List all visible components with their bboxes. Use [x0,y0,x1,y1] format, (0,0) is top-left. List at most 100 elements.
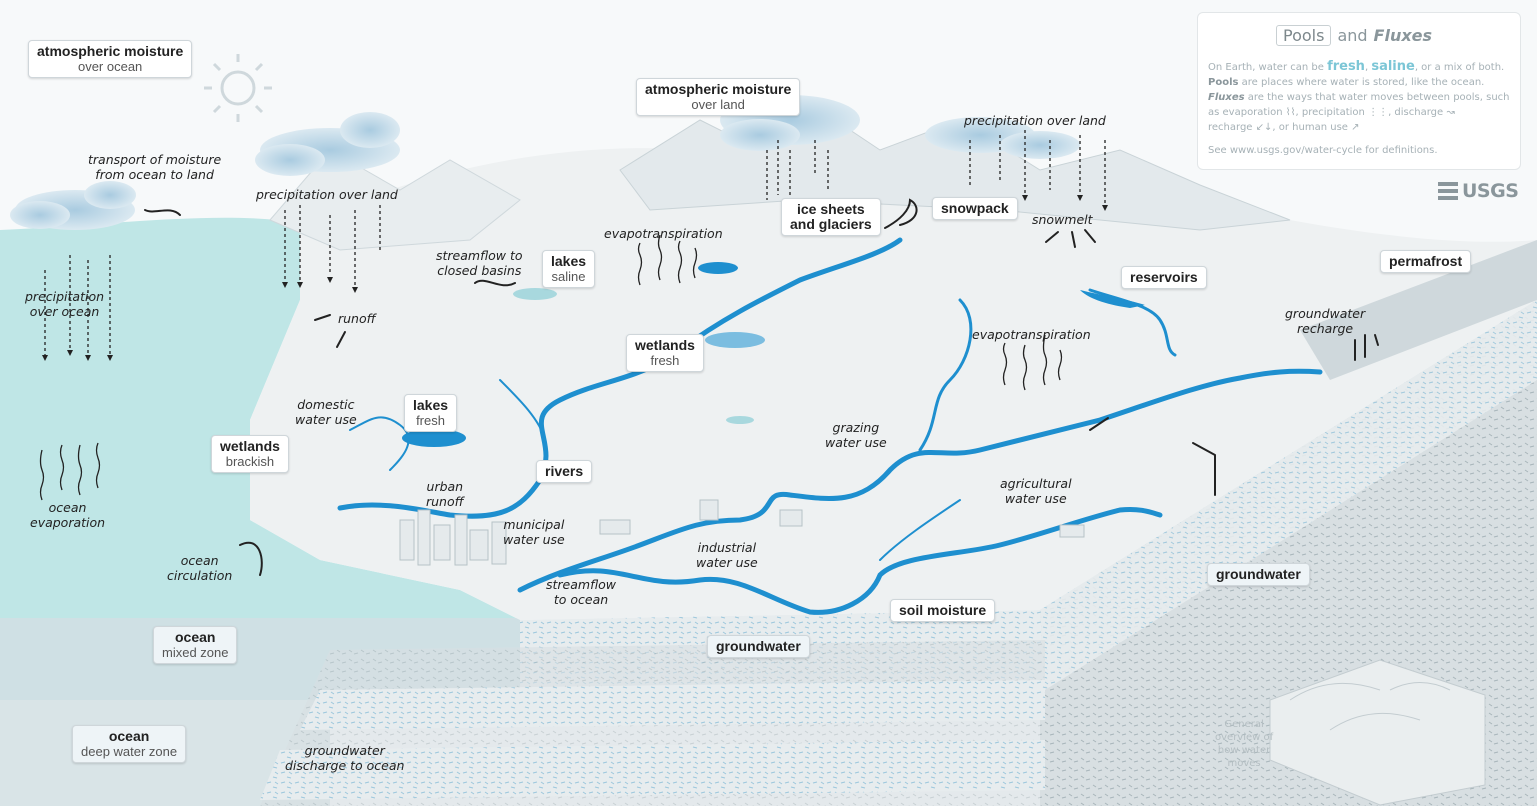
pool-groundwater-center: groundwater [707,635,810,658]
pool-title: lakes [413,397,449,413]
pool-title: wetlands [220,438,280,454]
flux-line: circulation [167,568,233,583]
flux-domestic-water-use: domestic water use [295,397,357,427]
usgs-logo: USGS [1438,180,1519,202]
pool-wetlands-fresh: wetlands fresh [626,334,704,372]
flux-ocean-circulation: ocean circulation [167,553,232,583]
pool-snowpack: snowpack [932,197,1018,220]
lake-evapo [698,262,738,274]
river-network [337,237,1323,615]
aquifer-band-1 [300,680,1045,730]
pool-title: soil moisture [899,602,987,618]
flux-evapotranspiration-left: evapotranspiration [604,226,723,241]
flux-line: groundwater [1285,306,1366,321]
legend-pools-word: Pools [1208,77,1239,88]
pool-title: snowpack [941,200,1009,216]
flux-line: closed basins [437,263,522,278]
flux-agricultural-water-use: agricultural water use [1000,476,1072,506]
flux-transport-moisture: transport of moisture from ocean to land [88,152,221,182]
flux-runoff: runoff [338,311,376,326]
flux-line: water use [503,532,565,547]
lake-saline [513,288,557,300]
flux-line: discharge to ocean [285,758,405,773]
pool-soil-moisture: soil moisture [890,599,996,622]
pool-subtitle: brackish [225,454,275,469]
lake-fresh [402,429,466,447]
flux-line: ocean [48,500,87,515]
pool-reservoirs: reservoirs [1121,266,1207,289]
legend-text: are the ways that water moves between po… [1208,92,1510,118]
legend-fluxes-word: Fluxes [1208,92,1245,103]
legend-fresh: fresh [1327,59,1365,74]
pool-groundwater-right: groundwater [1207,563,1310,586]
legend-text: are places where water is stored, like t… [1241,77,1485,88]
flux-line: grazing [832,420,880,435]
pool-title: ocean [175,629,216,645]
usgs-mark-icon [1438,182,1458,200]
legend-text: recharge [1208,122,1253,133]
flux-line: urban [426,479,464,494]
pool-permafrost: permafrost [1380,250,1472,273]
ocean-surface [0,217,520,620]
flux-line: from ocean to land [95,167,214,182]
permafrost-band [1300,240,1537,380]
flux-line: over ocean [29,304,100,319]
flux-line: industrial [697,540,757,555]
flux-line: recharge [1297,321,1354,336]
flux-line: streamflow to [436,248,523,263]
legend-text: , discharge [1388,107,1444,118]
pool-ocean-deep-zone: ocean deep water zone [72,725,187,763]
pool-ice-sheets: ice sheets and glaciers [781,198,881,236]
pool-subtitle: deep water zone [81,744,178,759]
flux-precipitation-land-left: precipitation over land [256,187,398,202]
pool-atmospheric-moisture-land: atmospheric moisture over land [636,78,801,116]
aquifer-band-2 [260,740,1045,800]
pond-grazing [726,416,754,424]
pool-title: wetlands [635,337,695,353]
flux-streamflow-closed-basins: streamflow to closed basins [436,248,523,278]
flux-line: snowmelt [1032,212,1093,227]
pool-lakes-saline: lakes saline [542,250,596,288]
pool-subtitle: fresh [650,353,680,368]
legend-pools-label: Pools [1276,25,1332,46]
usgs-text: USGS [1462,180,1519,202]
flux-snowmelt: snowmelt [1032,212,1093,227]
flux-evapotranspiration-right: evapotranspiration [972,327,1091,342]
flux-line: precipitation over land [964,113,1106,128]
evaporation-icon: ⌇⌇ [1285,107,1296,118]
pool-ocean-mixed-zone: ocean mixed zone [153,626,238,664]
flux-industrial-water-use: industrial water use [696,540,758,570]
flux-urban-runoff: urban runoff [426,479,464,509]
flux-line: domestic [297,397,355,412]
legend-text: , or a mix of both. [1414,62,1505,73]
overview-line: moves [1227,758,1261,769]
flux-line: water use [1004,491,1067,506]
pool-title: ocean [108,728,150,744]
flux-line: agricultural [1000,476,1072,491]
legend-text: , or human use [1272,122,1348,133]
flux-line: water use [295,412,357,427]
wetland-fresh-pond [705,332,765,348]
pool-title: atmospheric moisture [645,81,792,97]
flux-municipal-water-use: municipal water use [503,517,565,547]
legend-see-link[interactable]: See www.usgs.gov/water-cycle for definit… [1208,145,1438,156]
pool-subtitle: mixed zone [162,645,229,660]
precipitation-arrows [44,130,1106,355]
city [399,499,1085,566]
flux-line: evapotranspiration [972,327,1091,342]
flux-line: water use [696,555,758,570]
flux-line: evaporation [30,515,106,530]
flux-line: precipitation over land [256,187,398,202]
pool-title-line2: and glaciers [790,216,872,232]
flux-line: municipal [503,517,565,532]
flux-arrows [144,198,1379,576]
pool-subtitle: over land [691,97,745,112]
pool-wetlands-brackish: wetlands brackish [211,435,289,473]
overview-line: overview of [1215,732,1274,743]
legend-and-label: and [1337,26,1368,45]
precipitation-icon: ⋮⋮ [1368,107,1389,118]
pool-subtitle: over ocean [77,59,143,74]
human-use-icon: ↗ [1351,122,1360,133]
